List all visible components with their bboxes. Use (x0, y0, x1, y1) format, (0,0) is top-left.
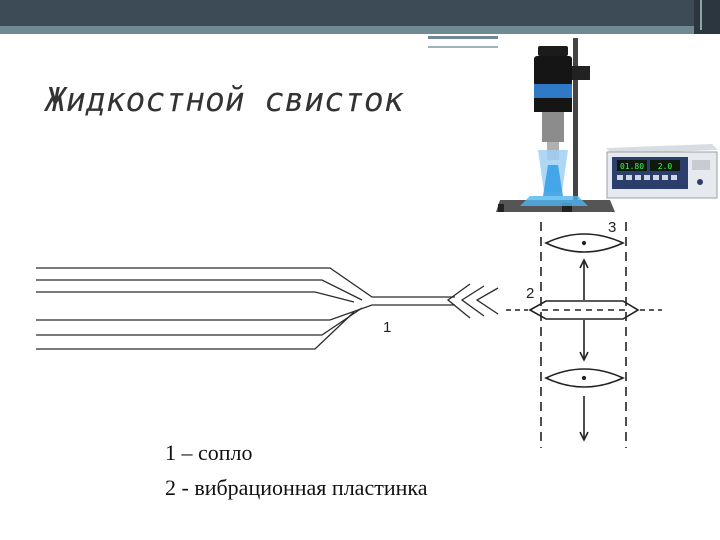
display-left (617, 160, 647, 171)
lower-lens (544, 368, 625, 388)
lens-number-label: 3 (608, 219, 616, 236)
nozzle-channel (36, 267, 499, 350)
transducer (520, 46, 588, 206)
slide-header-bar (0, 0, 720, 26)
caption-nozzle: 1 – сопло (165, 440, 253, 465)
caption-vibration-plate: 2 - вибрационная пластинка (165, 475, 428, 500)
slide-header-stripe (0, 26, 720, 34)
stand-rod (573, 38, 578, 210)
nozzle-number-label: 1 (383, 319, 391, 336)
control-unit: 01.80 2.0 (606, 144, 718, 199)
slide-tab-marker (428, 36, 498, 48)
base-plate (520, 196, 588, 206)
upper-lens (544, 233, 625, 253)
display-left-value: 01.80 (620, 162, 644, 171)
display-right (650, 160, 680, 171)
horn (542, 112, 564, 142)
slide-header-corner-line (700, 0, 702, 30)
transducer-body (534, 56, 572, 86)
vibration-plate (528, 300, 640, 320)
slide-header-corner (694, 0, 720, 34)
plate-number-label: 2 (526, 285, 534, 302)
slide-title: Жидкостной свисток (46, 80, 404, 119)
transducer-band (534, 84, 572, 98)
resonator-chamber (506, 222, 662, 448)
display-right-value: 2.0 (658, 162, 673, 171)
transducer-top (538, 46, 568, 56)
